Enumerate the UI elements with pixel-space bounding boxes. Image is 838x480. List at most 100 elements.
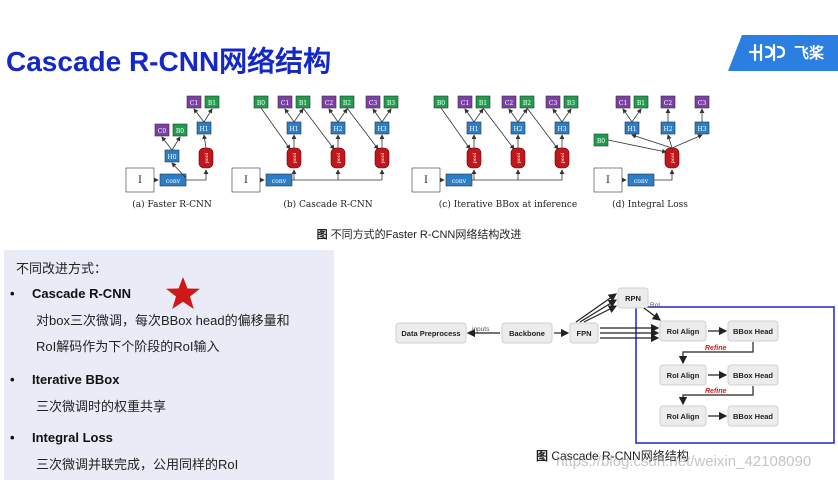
- svg-text:RoI Align: RoI Align: [667, 327, 700, 336]
- conv-d-label: conv: [634, 178, 649, 185]
- bbox-b0-label: B0: [437, 100, 445, 107]
- edge: [293, 108, 304, 123]
- node-bbox-head-3: BBox Head: [727, 405, 779, 427]
- bbox-b1-label: B1: [299, 100, 307, 107]
- svg-text:Refine: Refine: [705, 345, 727, 352]
- edge: [517, 108, 528, 123]
- input-d-label: I: [606, 175, 610, 186]
- edge: [284, 108, 295, 123]
- svg-text:RoI Align: RoI Align: [667, 412, 700, 421]
- edge: [372, 108, 383, 123]
- cls-c2-d-label: C2: [664, 100, 673, 107]
- cls-c3-label: C3: [549, 100, 558, 107]
- cls-c2-label: C2: [505, 100, 514, 107]
- slide-title: Cascade R-CNN网络结构: [6, 46, 332, 77]
- item-desc: 三次微调时的权重共享: [36, 399, 167, 414]
- item-cascade-rcnn: •Cascade R-CNN: [10, 286, 131, 301]
- edge: [171, 162, 187, 179]
- bbox-b1-a: [204, 95, 220, 109]
- head-h2-label: H2: [333, 126, 342, 133]
- cls-c0-a: [154, 123, 170, 137]
- bbox-b3: [383, 95, 399, 109]
- edge: [171, 136, 181, 151]
- item-desc: 对box三次微调，每次BBox head的偏移量和 RoI解码作为下个阶段的Ro…: [36, 313, 290, 354]
- item-desc: 三次微调并联完成，公用同样的RoI: [36, 457, 239, 472]
- edge: [482, 107, 515, 150]
- head-h3-label: H3: [377, 126, 386, 133]
- head-h3-d-label: H3: [697, 126, 706, 133]
- cls-c3: [545, 95, 561, 109]
- node-bbox-head-1: BBox Head: [727, 320, 779, 342]
- edge: [203, 108, 213, 123]
- cls-c3-d: [694, 95, 710, 109]
- cls-c2-label: C2: [325, 100, 334, 107]
- conv-a-label: conv: [166, 178, 181, 185]
- node-roi-align-1: RoI Align: [659, 320, 707, 342]
- bbox-b1-a-label: B1: [208, 100, 216, 107]
- node-bbox-head-2: BBox Head: [727, 364, 779, 386]
- bbox-b2-label: B2: [343, 100, 351, 107]
- panel-label-d: (d) Integral Loss: [612, 199, 688, 210]
- star-icon: [166, 277, 200, 309]
- edge: [346, 107, 379, 150]
- svg-text:Backbone: Backbone: [509, 329, 545, 338]
- pool-1-label: pool: [292, 152, 298, 163]
- edge: [526, 107, 559, 150]
- pool-a-label: pool: [204, 152, 210, 163]
- pool-d-label: pool: [670, 152, 676, 163]
- svg-text:FPN: FPN: [577, 329, 592, 338]
- cls-c1-a: [186, 95, 202, 109]
- edge: [473, 108, 484, 123]
- node-data-preprocess: Data Preprocess: [395, 322, 467, 344]
- item-integral-loss: •Integral Loss: [10, 430, 113, 445]
- svg-text:RPN: RPN: [625, 294, 641, 303]
- watermark: https://blog.csdn.net/weixin_42108090: [556, 453, 812, 470]
- edge: [260, 107, 291, 150]
- head-h3-label: H3: [557, 126, 566, 133]
- pool-3-label: pool: [560, 152, 566, 163]
- edge: [193, 108, 205, 123]
- bbox-b0-a-label: B0: [176, 128, 184, 135]
- edge: [328, 108, 339, 123]
- bbox-b3-label: B3: [567, 100, 575, 107]
- cls-c1-label: C1: [461, 100, 469, 107]
- edge: [607, 139, 667, 154]
- cls-c0-a-label: C0: [158, 128, 167, 135]
- svg-text:RoI Align: RoI Align: [667, 371, 700, 380]
- node-roi-align-2: RoI Align: [659, 364, 707, 386]
- cls-c2-d: [660, 95, 676, 109]
- cascade-stage-outline: [635, 306, 835, 444]
- svg-text:inputs: inputs: [472, 326, 490, 333]
- cls-c1-d: [615, 95, 631, 109]
- edge: [671, 134, 703, 149]
- top-bar: [0, 0, 838, 4]
- head-h1-label: H1: [289, 126, 298, 133]
- cls-c2: [321, 95, 337, 109]
- cls-c1: [277, 95, 293, 109]
- bbox-b1-label: B1: [479, 100, 487, 107]
- edge: [337, 108, 348, 123]
- item-title: Integral Loss: [32, 430, 113, 445]
- cls-c2: [501, 95, 517, 109]
- cls-c3: [365, 95, 381, 109]
- cls-c1-a-label: C1: [190, 100, 198, 107]
- head-h0-a-label: H0: [167, 154, 176, 161]
- edge: [666, 134, 673, 149]
- bbox-b0-label: B0: [257, 100, 265, 107]
- pool-2-label: pool: [516, 152, 522, 163]
- pool-1-label: pool: [472, 152, 478, 163]
- edge: [186, 169, 209, 181]
- input-a: [125, 167, 155, 193]
- item-title: Cascade R-CNN: [32, 286, 131, 301]
- cls-c3-label: C3: [369, 100, 378, 107]
- svg-text:BBox Head: BBox Head: [733, 371, 773, 380]
- node-rpn: RPN: [617, 287, 649, 309]
- bbox-b1-d-label: B1: [637, 100, 645, 107]
- edge: [622, 108, 633, 123]
- node-roi-align-3: RoI Align: [659, 405, 707, 427]
- input-label: I: [244, 175, 248, 186]
- head-h1-label: H1: [469, 126, 478, 133]
- node-backbone: Backbone: [501, 322, 553, 344]
- svg-text:RoI: RoI: [650, 302, 660, 309]
